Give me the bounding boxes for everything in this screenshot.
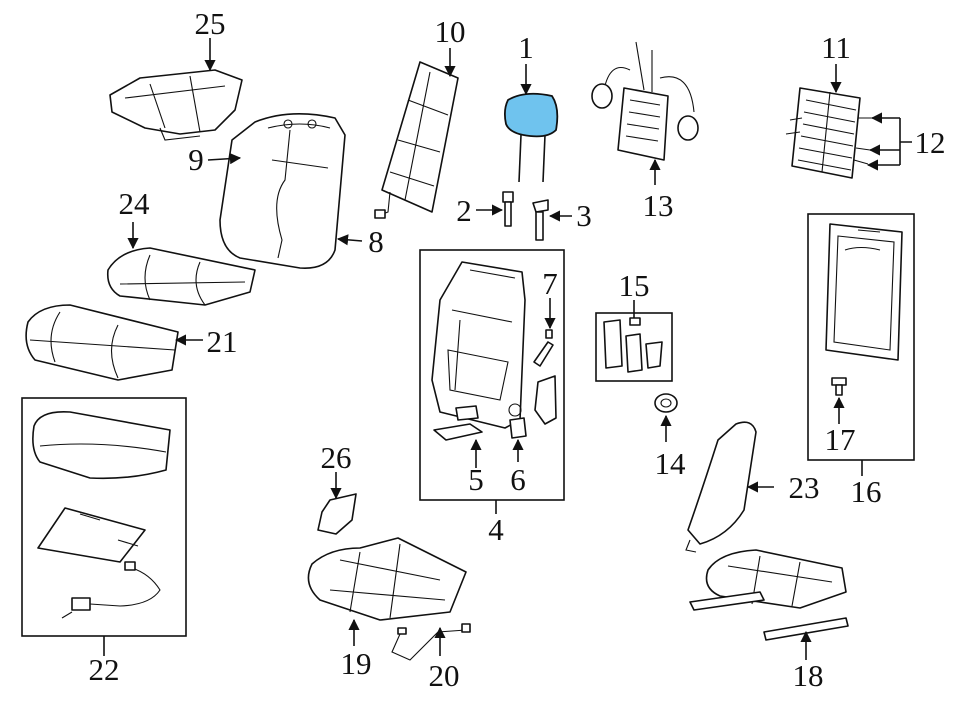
headrest-highlight <box>503 92 559 138</box>
callout-19: 19 <box>341 646 372 681</box>
callout-5: 5 <box>468 462 484 497</box>
part-7-link[interactable] <box>533 329 557 425</box>
callout-7: 7 <box>542 266 558 301</box>
callout-11: 11 <box>821 30 851 65</box>
bracket-12 <box>899 118 912 165</box>
part-15-switch[interactable] <box>603 317 663 373</box>
part-10-back-heater[interactable] <box>374 61 459 219</box>
callout-18: 18 <box>793 658 824 693</box>
callout-8: 8 <box>368 224 384 259</box>
part-2-guide[interactable] <box>502 191 514 227</box>
callout-6: 6 <box>510 462 526 497</box>
callout-17: 17 <box>825 422 856 457</box>
part-23-side-shield[interactable] <box>685 421 757 553</box>
callout-14: 14 <box>655 446 687 481</box>
part-11-suspension-mat[interactable] <box>785 87 872 179</box>
part-16-box <box>807 213 915 461</box>
callout-26: 26 <box>321 440 352 475</box>
callout-4: 4 <box>488 512 504 547</box>
callout-numbers: 1 2 3 4 5 6 7 8 9 10 11 12 13 14 15 16 1… <box>89 6 946 693</box>
callout-10: 10 <box>435 14 466 49</box>
part-4-back-frame[interactable] <box>431 261 526 429</box>
callout-13: 13 <box>643 188 674 223</box>
callout-25: 25 <box>195 6 226 41</box>
part-25-cushion-heater[interactable] <box>109 69 243 141</box>
part-9-back-cover[interactable] <box>219 113 346 269</box>
callout-3: 3 <box>576 198 592 233</box>
callout-16: 16 <box>851 474 882 509</box>
part-14-knob[interactable] <box>654 393 678 413</box>
callout-21: 21 <box>207 324 238 359</box>
callout-23: 23 <box>789 470 820 505</box>
part-24-cushion-pad[interactable] <box>106 247 256 306</box>
callout-20: 20 <box>429 658 460 693</box>
part-1-headrest[interactable] <box>503 92 559 183</box>
part-4-box <box>419 249 565 501</box>
part-19-cushion-frame[interactable] <box>307 537 467 621</box>
part-21-cushion-cover[interactable] <box>25 304 179 381</box>
part-6-recliner[interactable] <box>509 417 527 439</box>
callout-1: 1 <box>518 30 534 65</box>
callout-12: 12 <box>915 125 946 160</box>
part-3-guide[interactable] <box>532 199 549 241</box>
callout-15: 15 <box>619 268 650 303</box>
callout-9: 9 <box>188 142 204 177</box>
leader-8 <box>336 234 363 246</box>
part-22-occupant-sensor[interactable] <box>32 410 171 619</box>
part-5-bracket[interactable] <box>433 405 483 441</box>
part-16-back-panel[interactable] <box>825 223 903 361</box>
callout-22: 22 <box>89 652 120 687</box>
part-20-harness[interactable] <box>391 623 471 661</box>
callout-24: 24 <box>119 186 151 221</box>
part-17-screw[interactable] <box>831 377 847 396</box>
leader-9 <box>207 153 242 165</box>
part-18-adjuster[interactable] <box>689 549 849 641</box>
part-13-lumbar[interactable] <box>591 41 699 161</box>
part-26-cover[interactable] <box>317 493 357 535</box>
callout-2: 2 <box>456 193 472 228</box>
